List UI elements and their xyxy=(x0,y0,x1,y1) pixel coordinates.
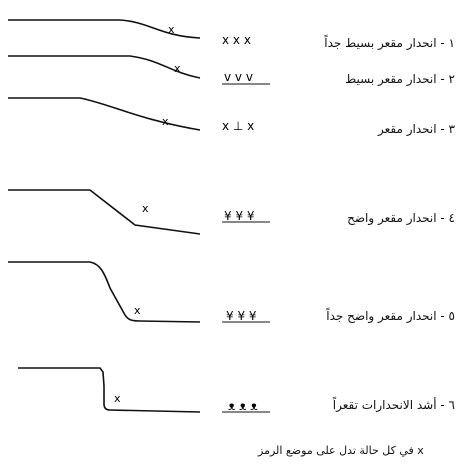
slope-profile-1 xyxy=(8,19,201,39)
symbol-text-4: ¥ ¥ ¥ xyxy=(224,209,255,223)
row-label-4: ٤ - انحدار مقعر واضح xyxy=(347,211,455,225)
symbol-text-5: ¥ ¥ ¥ xyxy=(226,309,257,323)
slope-profile-4 xyxy=(8,189,201,235)
slope-point-mark-6: x xyxy=(114,392,121,405)
slope-point-mark-4: x xyxy=(142,202,149,215)
row-label-3: ٣ - انحدار مقعر xyxy=(378,122,455,136)
row-label-5: ٥ - انحدار مقعر واضح جداً xyxy=(326,309,455,323)
symbol-text-2: v v v xyxy=(224,70,253,84)
symbol-text-1: x x x xyxy=(222,33,251,47)
row-label-6: ٦ - أشد الانحدارات تقعراً xyxy=(332,398,455,412)
slope-profile-3 xyxy=(8,97,201,131)
row-label-1: ١ - انحدار مقعر بسيط جداً xyxy=(324,36,455,50)
slope-point-mark-1: x xyxy=(168,23,175,36)
symbol-text-3: x ⊥ x xyxy=(222,119,254,133)
slope-profile-2 xyxy=(8,55,201,79)
slope-point-mark-2: x xyxy=(174,62,181,75)
row-label-2: ٢ - انحدار مقعر بسيط xyxy=(345,72,455,86)
slope-point-mark-3: x xyxy=(162,115,169,128)
slope-profile-5 xyxy=(8,261,201,323)
slope-profile-6 xyxy=(18,367,201,413)
footnote: x في كل حالة تدل على موضع الرمز xyxy=(258,444,424,457)
symbol-text-6: ᴥ ᴥ ᴥ xyxy=(228,399,258,413)
slope-point-mark-5: x xyxy=(134,304,141,317)
